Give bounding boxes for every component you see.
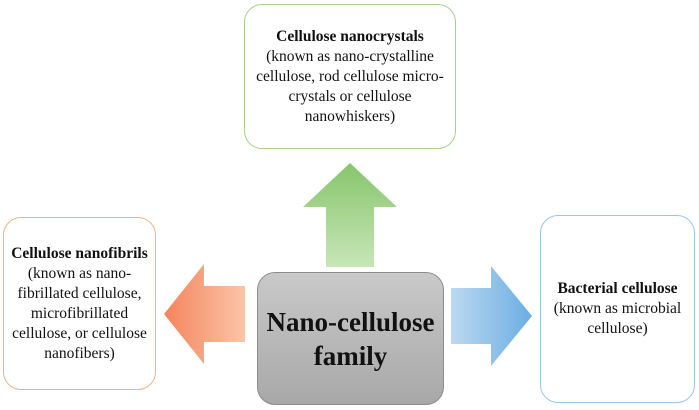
bacterial-cellulose-box: Bacterial cellulose (known as microbial … [540,215,695,403]
node-desc-line: crystals or cellulose [288,87,412,105]
node-desc-line: fibrillated cellulose, [17,284,142,302]
node-desc-line: nanofibers) [44,344,115,362]
node-title: Cellulose nanofibrils [11,244,148,262]
node-desc-line: cellulose, or cellulose [12,324,147,342]
left-arrow [164,264,245,364]
node-desc-line: (known as nano- [27,264,132,282]
node-desc-line: cellulose) [587,320,648,337]
node-desc-line: (known as microbial [553,300,682,317]
right-arrow [451,266,532,366]
up-arrow [303,163,397,267]
node-desc-line: (known as nano-crystalline [266,47,434,65]
node-title: Cellulose nanocrystals [276,27,424,45]
cellulose-nanocrystals-box: Cellulose nanocrystals (known as nano-cr… [244,4,456,149]
node-desc-line: microfibrillated [30,304,129,322]
nano-cellulose-family-box: Nano-cellulose family [257,272,444,405]
node-desc-line: nanowhiskers) [304,107,396,125]
center-title-line: Nano-cellulose [266,306,435,337]
center-title-line: family [313,340,388,371]
cellulose-nanofibrils-box: Cellulose nanofibrils (known as nano- fi… [3,217,156,390]
node-title: Bacterial cellulose [557,280,678,297]
node-desc-line: cellulose, rod cellulose micro- [256,67,444,85]
